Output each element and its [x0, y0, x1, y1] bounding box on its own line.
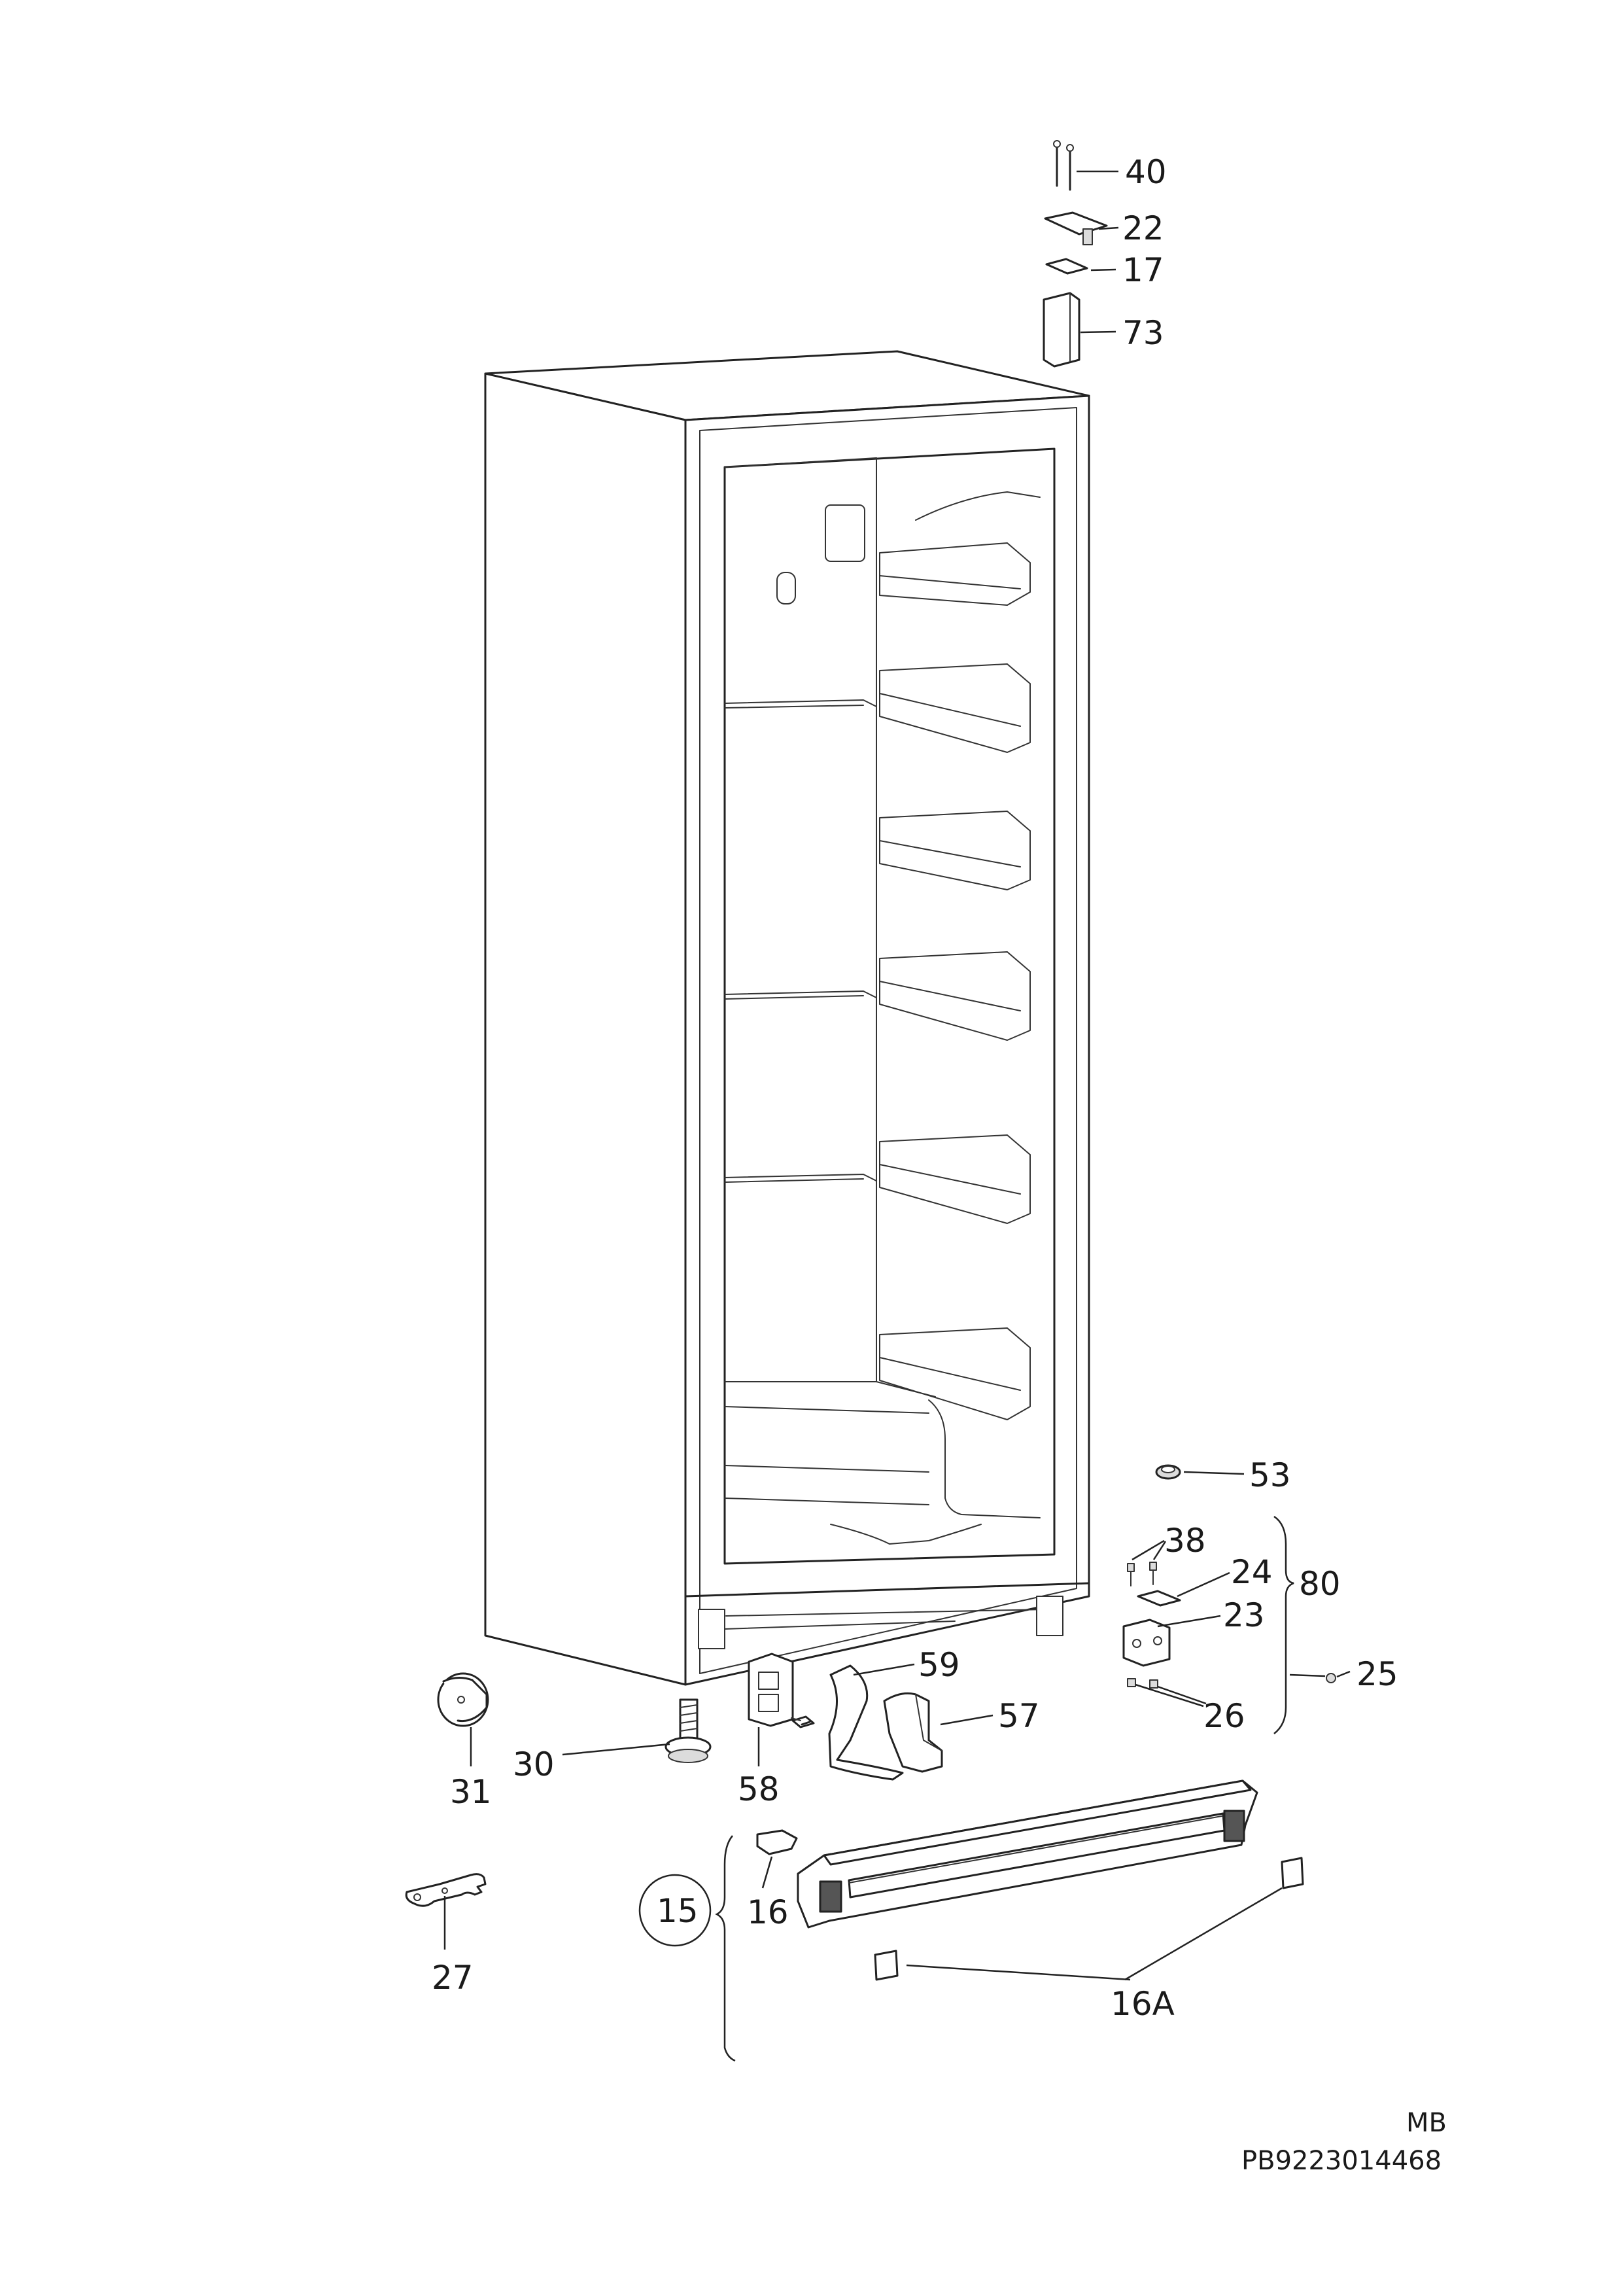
label-15-circle	[638, 1874, 712, 1947]
label-73: 73	[1122, 314, 1164, 352]
part-58-bottom-hinge	[748, 1653, 794, 1766]
part-16-clip	[756, 1829, 798, 1889]
label-30: 30	[513, 1745, 555, 1783]
model-code: MB	[1406, 2108, 1447, 2138]
label-17: 17	[1122, 251, 1164, 289]
document-number: PB9223014468	[1241, 2146, 1442, 2176]
cabinet	[484, 350, 1090, 1686]
bracket-group-80	[1273, 1515, 1294, 1734]
label-15: 15	[657, 1892, 699, 1930]
part-16a-end-caps	[874, 1857, 1304, 1981]
part-23-bracket	[1122, 1615, 1221, 1667]
label-27: 27	[432, 1959, 474, 1997]
label-26: 26	[1203, 1697, 1245, 1735]
label-23: 23	[1223, 1596, 1265, 1634]
part-58-bolt	[791, 1715, 815, 1728]
part-57-cover	[883, 1692, 993, 1773]
label-16: 16	[747, 1893, 789, 1931]
label-38: 38	[1164, 1522, 1206, 1560]
part-40-screws	[1053, 140, 1118, 191]
label-22: 22	[1122, 209, 1164, 247]
part-26-screws	[1127, 1678, 1207, 1708]
part-25-screw	[1289, 1670, 1351, 1683]
label-25: 25	[1356, 1655, 1398, 1693]
part-24-plate	[1137, 1571, 1230, 1607]
part-22-hinge	[1044, 211, 1119, 245]
label-24: 24	[1231, 1553, 1273, 1591]
part-15-plinth	[797, 1779, 1258, 1929]
inner-shelf-rails	[879, 491, 1041, 1518]
label-40: 40	[1125, 153, 1167, 191]
part-59-cover	[828, 1663, 915, 1781]
label-57: 57	[998, 1697, 1040, 1735]
part-31-foot-cap	[437, 1672, 489, 1766]
plinth-group-15	[715, 1835, 736, 2062]
label-16a: 16A	[1111, 1985, 1175, 2023]
part-30-adjustable-foot	[562, 1698, 712, 1763]
part-27-spanner	[405, 1873, 487, 1950]
label-58: 58	[738, 1770, 780, 1808]
label-53: 53	[1249, 1456, 1291, 1494]
part-73-cover	[1043, 292, 1116, 368]
callout-labels: 40 22 17 73 53 38 24 80 23 25 26 59 57 3…	[432, 153, 1398, 2023]
part-17-shim	[1045, 258, 1116, 275]
label-80: 80	[1299, 1565, 1341, 1603]
part-53-cap	[1155, 1464, 1245, 1480]
label-59: 59	[918, 1646, 960, 1684]
label-31: 31	[450, 1773, 492, 1811]
part-38-screws	[1127, 1539, 1167, 1586]
